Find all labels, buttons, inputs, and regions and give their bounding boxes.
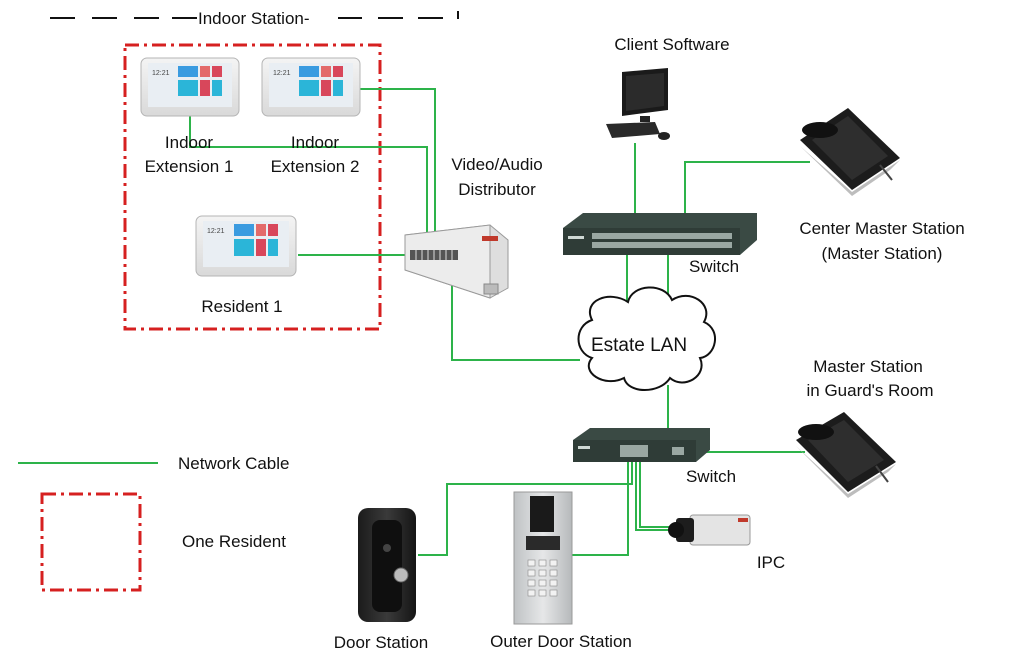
network-cables: [189, 88, 810, 556]
legend: Network Cable One Resident: [18, 454, 290, 592]
switch-top-label: Switch: [689, 257, 739, 276]
svg-text:12:21: 12:21: [152, 70, 170, 77]
ipc-camera-device: [668, 514, 751, 546]
indoor-extension-1-device: 12:21: [140, 57, 240, 117]
estate-lan-label: Estate LAN: [591, 335, 687, 356]
indoor-station-title: Indoor Station-: [198, 9, 310, 28]
guard-master-label-line2: in Guard's Room: [806, 381, 933, 400]
client-software-label: Client Software: [614, 35, 729, 54]
center-master-label-line1: Center Master Station: [799, 219, 964, 238]
legend-one-resident-label: One Resident: [182, 532, 286, 551]
indoor-extension-1-label-line2: Extension 1: [145, 157, 234, 176]
svg-text:12:21: 12:21: [273, 70, 291, 77]
distributor-label-line1: Video/Audio: [451, 155, 542, 174]
legend-one-resident-swatch: [40, 492, 142, 592]
outer-door-station-device: [513, 491, 573, 625]
center-master-label-line2: (Master Station): [822, 244, 943, 263]
indoor-extension-2-label-line1: Indoor: [291, 133, 340, 152]
indoor-extension-1-label-line1: Indoor: [165, 133, 214, 152]
switch-bottom-label: Switch: [686, 467, 736, 486]
legend-network-cable-label: Network Cable: [178, 454, 290, 473]
resident-boundary: [123, 43, 382, 331]
guard-master-station-device: [796, 412, 896, 498]
door-station-device: [358, 508, 416, 622]
client-pc-icon: [606, 68, 670, 140]
door-station-label: Door Station: [334, 633, 429, 652]
indoor-extension-2-label-line2: Extension 2: [271, 157, 360, 176]
video-audio-distributor-device: [404, 224, 509, 299]
indoor-station-header: Indoor Station-: [50, 9, 459, 28]
guard-master-label-line1: Master Station: [813, 357, 923, 376]
outer-door-station-label: Outer Door Station: [490, 632, 632, 651]
switch-top-device: [563, 213, 757, 255]
resident-1-label: Resident 1: [201, 297, 282, 316]
svg-text:12:21: 12:21: [207, 228, 225, 235]
distributor-label-line2: Distributor: [458, 180, 536, 199]
resident-1-device: 12:21: [195, 215, 297, 277]
ipc-label: IPC: [757, 553, 785, 572]
indoor-extension-2-device: 12:21: [261, 57, 361, 117]
switch-bottom-device: [573, 428, 710, 462]
estate-lan-cloud: [577, 286, 716, 391]
center-master-station-device: [800, 108, 900, 196]
